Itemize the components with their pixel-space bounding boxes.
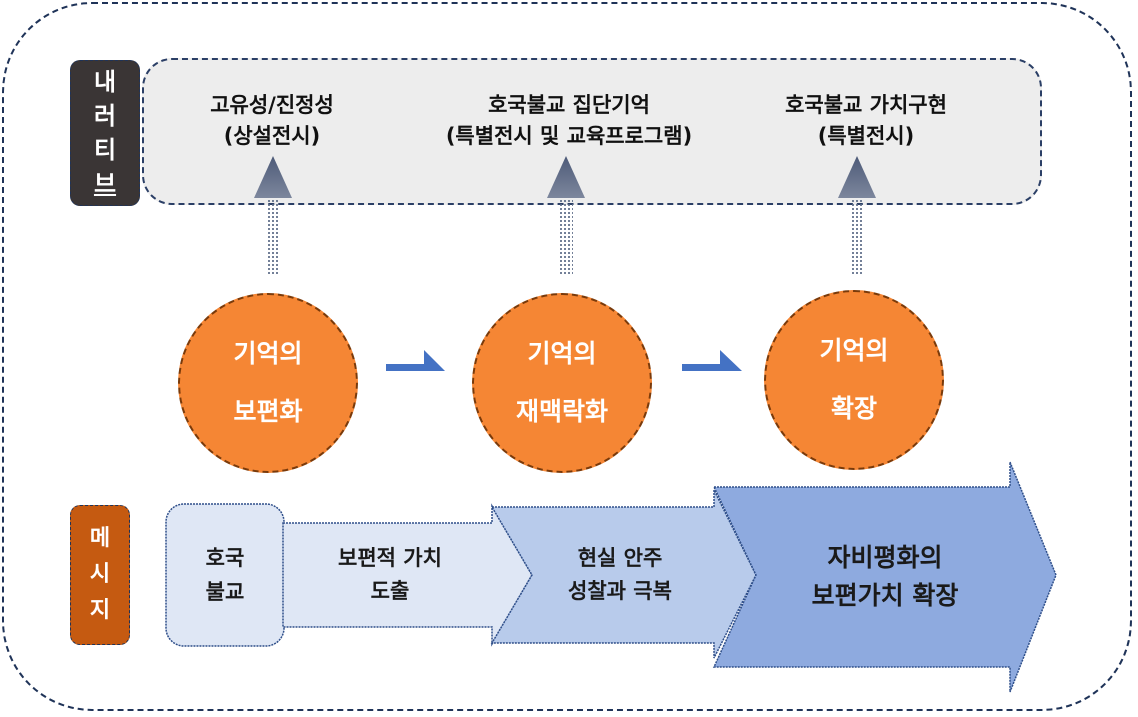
up-arrow-head-icon [254,156,292,198]
up-arrow-1 [254,156,292,275]
message-step-line: 성찰과 극복 [568,579,672,603]
message-label-char: 지 [89,598,111,623]
memory-stage-name: 확장 [830,394,877,423]
narrative-label-char: 티 [93,136,117,164]
narrative-item-subtitle: (특별전시 및 교육프로그램) [445,124,693,148]
narrative-item-subtitle: (특별전시) [817,124,915,148]
up-arrow-2 [547,156,585,275]
message-step-line: 자비평화의 [827,543,943,572]
message-step-3-shape [490,489,757,659]
flow-arrow-2-icon [682,350,742,371]
message-step-line: 도출 [370,579,410,603]
flow-arrow-1-icon [386,350,445,371]
memory-stage-name: 재맥락화 [515,397,608,426]
up-arrow-shaft [559,200,573,275]
narrative-label-char: 내 [93,68,117,96]
message-label-char: 시 [89,562,111,587]
message-label-char: 메 [89,526,111,551]
up-arrow-shaft [266,200,280,275]
memory-stage-universalization: 기억의 보편화 [178,293,358,473]
message-step-line: 불교 [205,580,245,604]
narrative-item-title: 호국불교 가치구현 [785,93,947,117]
up-arrow-head-icon [547,156,585,198]
narrative-label-char: 러 [93,102,117,130]
memory-stage-title: 기억의 [527,339,597,368]
narrative-item-title: 고유성/진정성 [210,93,334,117]
message-label: 메 시 지 [70,505,130,645]
message-step-2: 보편적 가치 도출 [290,523,490,627]
memory-stage-title: 기억의 [233,339,303,368]
narrative-item-authenticity: 고유성/진정성 (상설전시) [210,90,334,152]
narrative-item-title: 호국불교 집단기억 [488,93,650,117]
message-step-3: 현실 안주 성찰과 극복 [520,507,720,643]
narrative-label-char: 브 [93,170,117,198]
up-arrow-head-icon [838,156,876,198]
memory-stage-name: 보편화 [233,397,303,426]
message-step-1: 호국 불교 [166,504,284,646]
message-step-4-shape [712,461,1057,693]
message-step-line: 보편적 가치 [338,546,442,570]
message-step-line: 현실 안주 [577,546,663,570]
narrative-item-value-realization: 호국불교 가치구현 (특별전시) [785,90,947,152]
memory-stage-expansion: 기억의 확장 [764,290,944,470]
message-step-4: 자비평화의 보편가치 확장 [750,487,1020,667]
memory-stage-recontextualization: 기억의 재맥락화 [472,293,652,473]
up-arrow-3 [838,156,876,275]
narrative-panel: 고유성/진정성 (상설전시) 호국불교 집단기억 (특별전시 및 교육프로그램)… [142,58,1042,205]
up-arrow-shaft [850,200,864,275]
narrative-label: 내 러 티 브 [70,60,140,206]
message-step-line: 호국 [205,546,245,570]
message-step-line: 보편가치 확장 [811,581,959,610]
narrative-item-collective-memory: 호국불교 집단기억 (특별전시 및 교육프로그램) [446,90,692,152]
narrative-item-subtitle: (상설전시) [223,124,321,148]
memory-stage-title: 기억의 [819,336,889,365]
